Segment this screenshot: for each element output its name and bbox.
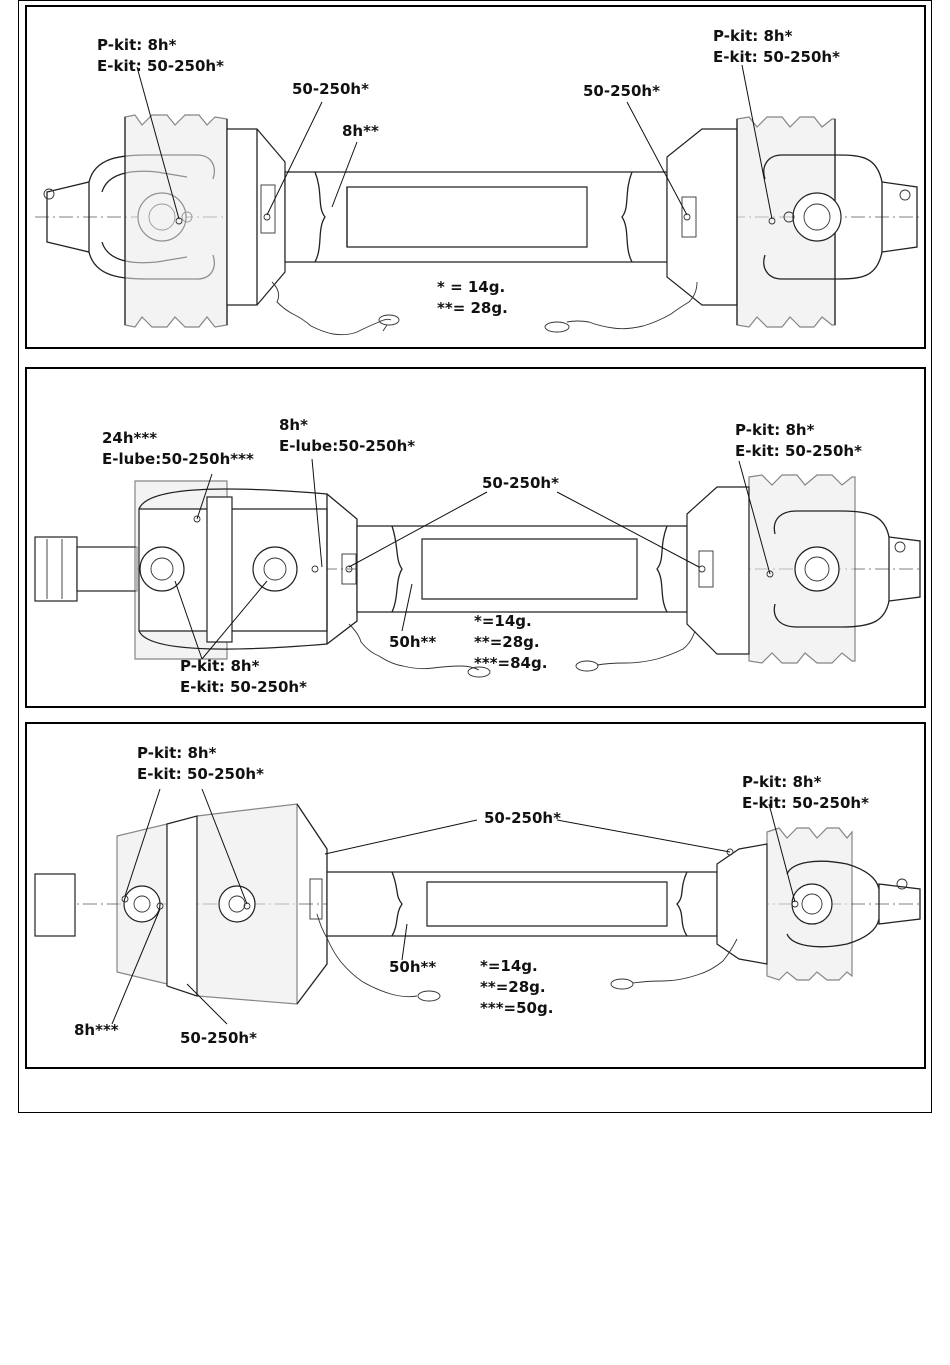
label-bottom-shield: 50-250h*: [180, 1029, 257, 1047]
label-shields: 50-250h*: [482, 474, 559, 492]
label-legend: * = 14g. **= 28g.: [437, 278, 508, 317]
safety-chain-icon: [271, 281, 400, 336]
telescopic-tube-icon: [326, 871, 718, 937]
label-left-cv: 24h*** E-lube:50-250h***: [102, 429, 254, 468]
safety-chain-icon: [348, 623, 491, 678]
shaft-drawing-standard: [35, 64, 920, 336]
safety-chain-icon: [575, 630, 696, 672]
grease-nipple-icon: [193, 515, 201, 523]
grease-nipple-icon: [311, 565, 319, 573]
label-bottom-kit: P-kit: 8h* E-kit: 50-250h*: [180, 657, 307, 696]
safety-chain-icon: [610, 938, 738, 990]
label-tube: 8h**: [342, 122, 379, 140]
label-right-kit: P-kit: 8h* E-kit: 50-250h*: [713, 27, 840, 66]
panel-clutch-shaft: P-kit: 8h* E-kit: 50-250h* 50-250h* P-ki…: [25, 722, 926, 1069]
universal-joint-icon: [116, 803, 328, 1005]
shield-cone-icon: [666, 116, 836, 328]
label-right-shield: 50-250h*: [583, 82, 660, 100]
outer-frame: [18, 0, 932, 1113]
shield-cone-icon: [716, 827, 853, 981]
label-center-cv: 8h* E-lube:50-250h*: [279, 416, 416, 455]
grease-nipple-icon: [766, 570, 774, 578]
label-tube: 50h**: [389, 958, 437, 976]
shaft-drawing-clutch: [34, 788, 921, 1025]
safety-chain-icon: [316, 913, 441, 1002]
label-right-kit: P-kit: 8h* E-kit: 50-250h*: [742, 773, 869, 812]
panel-wide-angle-shaft: 24h*** E-lube:50-250h*** 8h* E-lube:50-2…: [25, 367, 926, 708]
label-left-kit: P-kit: 8h* E-kit: 50-250h*: [97, 36, 224, 75]
label-center-point: 8h***: [74, 1021, 119, 1039]
grease-nipple-icon: [345, 565, 353, 573]
grease-nipple-icon: [726, 848, 734, 856]
label-right-kit: P-kit: 8h* E-kit: 50-250h*: [735, 421, 862, 460]
shield-cone-icon: [124, 114, 286, 328]
label-left-shield: 50-250h*: [292, 80, 369, 98]
label-tube: 50h**: [389, 633, 437, 651]
shaft-drawing-wide-angle: [34, 458, 921, 678]
universal-joint-icon: [763, 154, 918, 280]
universal-joint-icon: [786, 860, 921, 948]
safety-chain-icon: [544, 281, 698, 333]
telescopic-tube-icon: [34, 873, 76, 937]
universal-joint-icon: [134, 480, 358, 660]
panel-standard-shaft: P-kit: 8h* E-kit: 50-250h* 50-250h* 8h**…: [25, 5, 926, 349]
label-legend: *=14g. **=28g. ***=84g.: [474, 612, 548, 672]
telescopic-tube-icon: [356, 525, 688, 613]
universal-joint-icon: [773, 510, 921, 628]
label-left-kit: P-kit: 8h* E-kit: 50-250h*: [137, 744, 264, 783]
label-shields: 50-250h*: [484, 809, 561, 827]
telescopic-tube-icon: [34, 536, 138, 602]
label-legend: *=14g. **=28g. ***=50g.: [480, 957, 554, 1017]
telescopic-tube-icon: [284, 171, 668, 263]
grease-nipple-icon: [698, 565, 706, 573]
